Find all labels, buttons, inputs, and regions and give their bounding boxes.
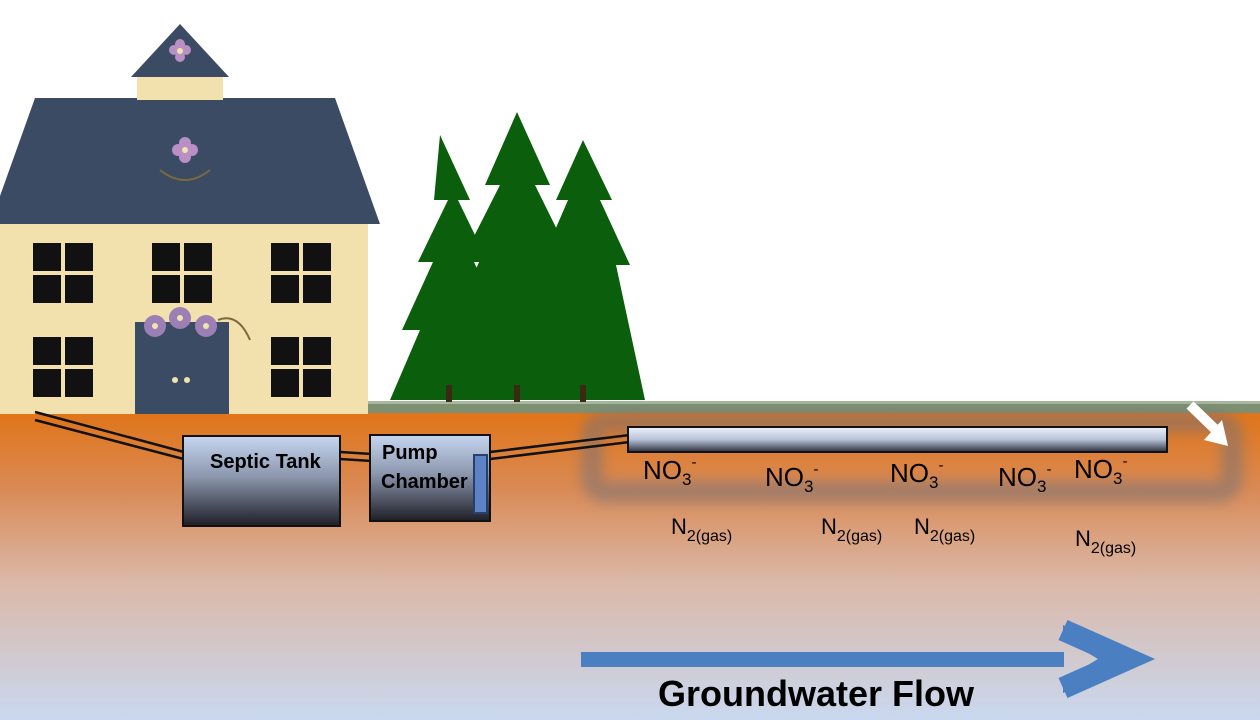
nitrogen-gas-label: N2(gas)	[671, 514, 733, 545]
house-window	[33, 337, 93, 397]
house-window	[152, 243, 212, 303]
pump-chamber-label-line1: Pump	[382, 442, 438, 464]
nitrate-label: NO3-	[643, 454, 697, 489]
trees	[390, 112, 645, 402]
house-cupola	[137, 76, 223, 100]
nitrate-label: NO3-	[765, 461, 819, 496]
nitrate-label: NO3-	[1074, 453, 1128, 488]
septic-tank	[182, 435, 341, 527]
pipe-house-to-tank	[34, 410, 196, 464]
effluent-plume	[581, 411, 1243, 503]
drainfield-pipe	[627, 426, 1168, 453]
tree-icon	[430, 112, 610, 400]
house-door	[135, 322, 229, 414]
pump-icon	[473, 454, 488, 514]
groundwater-flow-arrow-icon	[581, 619, 1155, 699]
nitrogen-gas-label: N2(gas)	[1075, 526, 1137, 557]
house-window	[33, 243, 93, 303]
outlet-arrow-icon	[1186, 401, 1228, 446]
flower-icon	[159, 137, 211, 181]
nitrogen-gas-label: N2(gas)	[821, 514, 883, 545]
house-roof	[0, 98, 380, 224]
door-knob	[172, 377, 178, 383]
nitrogen-gas-label: N2(gas)	[914, 514, 976, 545]
house-window	[271, 243, 331, 303]
groundwater-flow-label: Groundwater Flow	[658, 673, 975, 714]
nitrate-label: NO3-	[890, 457, 944, 492]
door-flowers-icon	[144, 307, 251, 341]
house	[0, 24, 380, 414]
house-window	[271, 337, 331, 397]
nitrate-label: NO3-	[998, 461, 1052, 496]
grass-highlight	[340, 401, 1260, 404]
flower-icon	[169, 39, 191, 62]
pump-chamber	[369, 434, 491, 522]
door-knob	[184, 377, 190, 383]
pump-chamber-label-line2: Chamber	[381, 471, 468, 493]
septic-tank-label: Septic Tank	[210, 451, 321, 473]
